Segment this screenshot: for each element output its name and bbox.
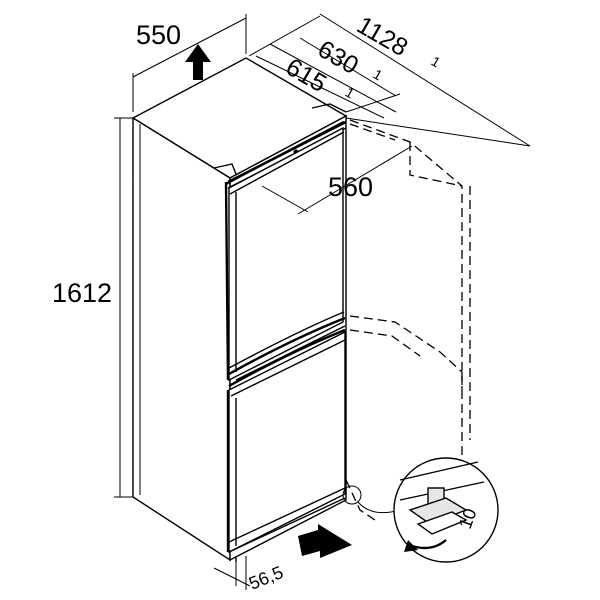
dimension-clearance: 56,5	[213, 556, 286, 594]
dimension-door-open: 560	[261, 145, 413, 215]
airflow-arrows	[185, 44, 352, 558]
lower-door	[226, 328, 346, 562]
svg-text:1: 1	[371, 66, 386, 84]
installation-niche-outline	[345, 119, 471, 523]
dimension-width: 550	[132, 14, 247, 112]
dimension-height: 1612	[52, 117, 133, 498]
fridge-side	[132, 116, 231, 562]
clearance-label: 56,5	[246, 562, 286, 594]
foot-detail-callout: 10	[342, 457, 499, 563]
door-open-depth-label: 560	[328, 172, 373, 202]
height-label: 1612	[52, 278, 112, 308]
width-label: 550	[136, 20, 181, 50]
svg-text:1: 1	[429, 53, 444, 71]
arrow-up-icon	[185, 44, 211, 80]
arrow-right-icon	[298, 524, 352, 558]
